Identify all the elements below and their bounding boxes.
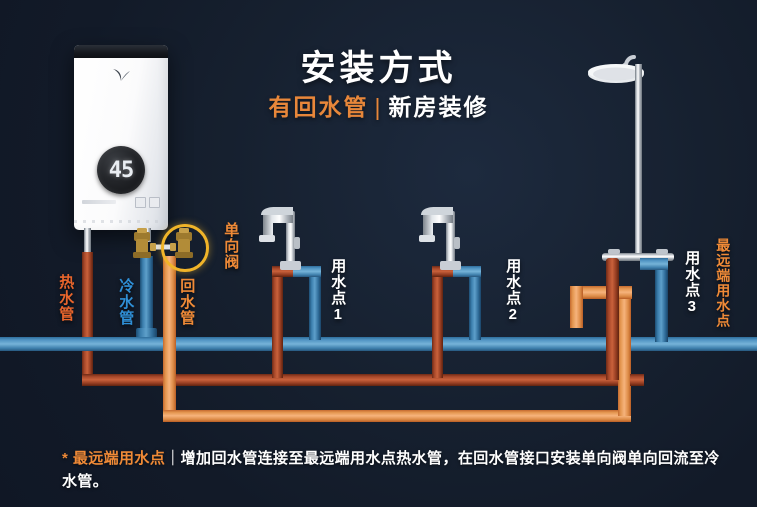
hot-main-horizontal <box>82 374 642 386</box>
return-riser-lower <box>163 378 176 408</box>
outlet-1-label: 用水点1 <box>329 258 347 324</box>
outlet-2-label-num: 2 <box>504 306 522 324</box>
shower-hot-riser <box>606 260 619 380</box>
shower-cold-riser <box>655 260 668 342</box>
page-subtitle: 有回水管|新房装修 <box>0 88 757 122</box>
subtitle-highlight: 有回水管 <box>268 94 369 120</box>
return-down-stub <box>570 286 583 328</box>
footnote-highlight: 最远端用水点 <box>72 450 166 467</box>
subtitle-separator: | <box>374 94 383 120</box>
faucet1-cold-riser <box>309 268 321 340</box>
subtitle-rest: 新房装修 <box>388 94 489 120</box>
heater-bottom-vents <box>74 220 168 223</box>
footnote-asterisk: * <box>62 450 69 467</box>
faucet2-cold-riser <box>469 268 481 340</box>
brand-logo-icon <box>113 69 130 81</box>
shower-cold-arm <box>640 258 668 270</box>
faucet2-cold-arm <box>453 266 481 277</box>
footnote-body: 增加回水管连接至最远端用水点热水管，在回水管接口安装单向阀单向回流至冷水管。 <box>62 450 720 490</box>
faucet2-hot-arm <box>432 266 458 277</box>
outlet-1-label-num: 1 <box>329 306 347 324</box>
outlet-3-label: 用水点3 <box>683 250 701 316</box>
outlet-3-label-num: 3 <box>683 298 701 316</box>
cold-tee-joint <box>136 328 157 338</box>
return-riser <box>163 256 176 382</box>
check-valve-highlight-ring <box>161 224 209 272</box>
return-pipe-label: 回水管 <box>178 278 196 326</box>
page-title: 安装方式 <box>300 49 457 88</box>
cold-water-riser <box>140 256 153 334</box>
cold-pipe-label: 冷水管 <box>117 278 135 326</box>
outlet-2-label-text: 用水点 <box>504 258 522 306</box>
return-riser-right <box>618 296 631 416</box>
heater-top-strip <box>74 45 168 58</box>
faucet1-hot-riser <box>272 268 283 378</box>
footnote-separator: ｜ <box>165 450 181 467</box>
faucet1-hot-arm <box>272 266 298 277</box>
cold-main-horizontal <box>0 337 757 351</box>
heater-temperature-value: 45 <box>108 157 134 183</box>
badge-icon-2 <box>149 197 160 208</box>
shower-riser-chrome <box>635 64 642 256</box>
heater-hot-outlet-chrome <box>84 228 91 254</box>
check-valve-label: 单向阀 <box>222 222 240 270</box>
water-heater: 45 <box>74 45 168 230</box>
hot-water-riser <box>82 252 93 380</box>
hot-main-right-elbow <box>630 374 644 386</box>
shower-mixer-bar <box>602 253 674 261</box>
heater-brand-text <box>82 200 116 204</box>
heater-temperature-display: 45 <box>97 146 145 194</box>
faucet-1 <box>259 207 301 270</box>
heater-certification-badges <box>135 197 160 208</box>
shower-hot-elbow <box>606 258 619 270</box>
hot-pipe-label: 热水管 <box>57 274 75 322</box>
faucet1-cold-arm <box>293 266 321 277</box>
farthest-outlet-label: 最远端用水点 <box>715 238 732 328</box>
shower-mixer-handles <box>608 249 668 254</box>
badge-icon-1 <box>135 197 146 208</box>
faucet-2 <box>419 207 461 270</box>
return-main-horizontal <box>163 410 631 422</box>
outlet-3-label-text: 用水点 <box>683 250 701 298</box>
shower-head-icon <box>588 55 644 83</box>
footnote: * 最远端用水点｜增加回水管连接至最远端用水点热水管，在回水管接口安装单向阀单向… <box>62 448 722 493</box>
outlet-2-label: 用水点2 <box>504 258 522 324</box>
outlet-1-label-text: 用水点 <box>329 258 347 306</box>
faucet2-hot-riser <box>432 268 443 378</box>
